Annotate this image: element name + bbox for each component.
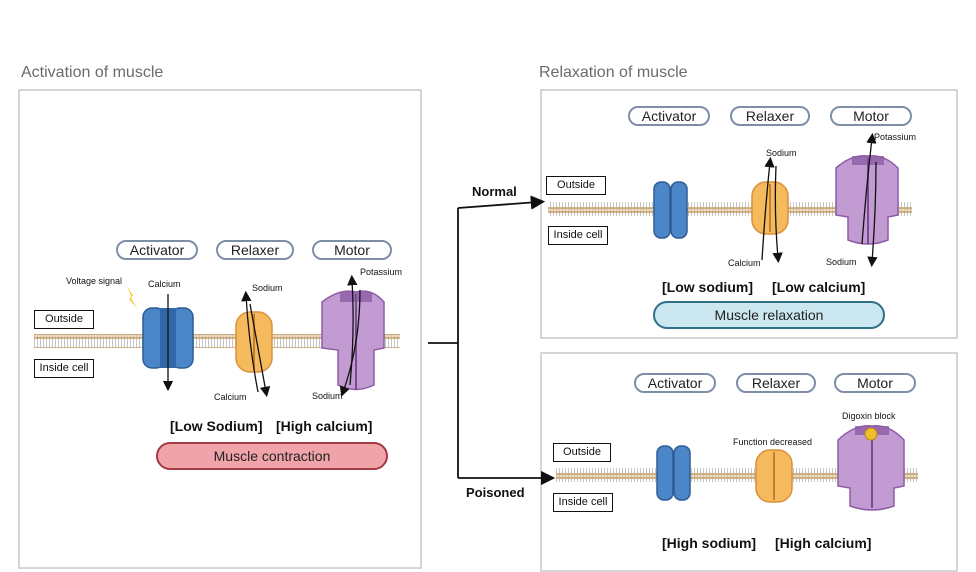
potassium-arrow-normal (861, 132, 877, 245)
pill-relaxer-poisoned: Relaxer (736, 373, 816, 393)
sodium-in-arrow-normal (867, 161, 878, 268)
calcium-bottom-label-left: Calcium (214, 392, 247, 402)
activator-channel-poisoned (656, 445, 691, 501)
sodium-bottom-label-normal: Sodium (826, 257, 857, 267)
relaxation-title: Relaxation of muscle (539, 64, 688, 81)
branch-poisoned-label: Poisoned (466, 485, 525, 500)
condition-sodium-poisoned: [High sodium] (662, 535, 757, 551)
activator-channel-normal (653, 181, 688, 239)
voltage-bolt-icon (127, 286, 137, 308)
condition-calcium-normal: [Low calcium] (772, 279, 866, 295)
sodium-arrow-left (241, 290, 259, 393)
potassium-label-left: Potassium (360, 267, 403, 277)
digoxin-icon (864, 427, 878, 441)
voltage-label: Voltage signal (66, 276, 123, 286)
outside-tag-left: Outside (34, 310, 94, 329)
condition-calcium-poisoned: [High calcium] (775, 535, 872, 551)
potassium-arrow-left (347, 274, 358, 386)
membrane-normal (548, 202, 912, 216)
pill-relaxer-left: Relaxer (216, 240, 294, 260)
sodium-arrow-normal (761, 156, 775, 261)
pill-activator-poisoned: Activator (634, 373, 716, 393)
function-decreased-label: Function decreased (733, 437, 813, 447)
inside-tag-poisoned: Inside cell (553, 493, 613, 512)
condition-sodium-left: [Low Sodium] (170, 418, 263, 434)
relaxer-channel-normal (751, 181, 789, 235)
potassium-label-normal: Potassium (874, 132, 917, 142)
diagram-graphics (34, 132, 918, 511)
sodium-in-arrow-left (339, 289, 361, 397)
connector-normal (457, 195, 546, 210)
sodium-top-label-left: Sodium (252, 283, 283, 293)
relaxer-channel-poisoned (755, 449, 793, 503)
outside-tag-normal: Outside (546, 176, 606, 195)
calcium-out-arrow-left (249, 303, 271, 398)
membrane-left (34, 334, 400, 348)
condition-sodium-normal: [Low sodium] (662, 279, 753, 295)
sodium-top-label-normal: Sodium (766, 148, 797, 158)
outside-tag-poisoned: Outside (553, 443, 611, 462)
branch-normal-label: Normal (472, 184, 517, 199)
pill-motor-normal: Motor (830, 106, 912, 126)
membrane-poisoned (556, 468, 918, 482)
pill-activator-normal: Activator (628, 106, 710, 126)
calcium-top-label-left: Calcium (148, 279, 181, 289)
pill-relaxer-normal: Relaxer (730, 106, 810, 126)
relaxer-channel-left (235, 311, 273, 373)
pill-motor-left: Motor (312, 240, 392, 260)
sodium-bottom-label-left: Sodium (312, 391, 343, 401)
result-banner-relaxation: Muscle relaxation (653, 301, 885, 329)
motor-channel-normal (835, 155, 899, 245)
pill-motor-poisoned: Motor (834, 373, 916, 393)
result-banner-contraction: Muscle contraction (156, 442, 388, 470)
inside-tag-left: Inside cell (34, 359, 94, 378)
calcium-arrow-normal (772, 165, 783, 264)
inside-tag-normal: Inside cell (548, 226, 608, 245)
condition-calcium-left: [High calcium] (276, 418, 373, 434)
digoxin-label: Digoxin block (842, 411, 896, 421)
pill-activator-left: Activator (116, 240, 198, 260)
activation-title: Activation of muscle (21, 64, 164, 81)
calcium-bottom-label-normal: Calcium (728, 258, 761, 268)
